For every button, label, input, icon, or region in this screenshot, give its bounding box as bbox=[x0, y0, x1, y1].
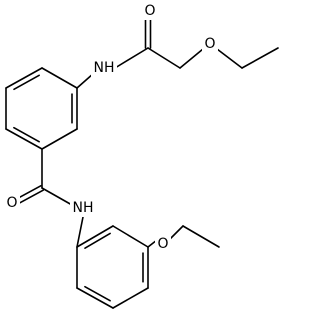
bond-ring1-4 bbox=[5, 67, 43, 89]
atom-label-layer: O O NH O NH O bbox=[4, 2, 218, 253]
bond-camide-nh bbox=[41, 187, 73, 206]
bond-ring1-1 bbox=[41, 128, 78, 150]
bond-ring1-inner-4 bbox=[13, 74, 40, 91]
bond-c-ch2 bbox=[147, 47, 181, 69]
atom-label-o-ethoxy: O bbox=[157, 236, 168, 252]
atom-o-keto: O bbox=[142, 2, 158, 20]
atom-label-nh-top: NH bbox=[94, 60, 115, 76]
bond-nh-ring2 bbox=[76, 216, 84, 248]
atom-nh-top: NH bbox=[91, 59, 117, 77]
molecule-structure: O O NH O NH O bbox=[4, 2, 279, 309]
bond-ring2-inner-4 bbox=[84, 285, 111, 302]
atom-nh-mid: NH bbox=[70, 199, 96, 217]
atom-label-o-keto: O bbox=[144, 3, 155, 19]
bond-ring2-0 bbox=[76, 225, 114, 248]
atom-label-o-amide: O bbox=[6, 195, 17, 211]
bond-co-amide-b bbox=[18, 189, 44, 204]
bond-o-ch2-ethyl bbox=[216, 48, 243, 69]
bond-o-ch2-2 bbox=[168, 225, 184, 241]
bond-co-amide-a bbox=[16, 185, 42, 200]
atom-o-ether-top: O bbox=[202, 35, 218, 53]
bond-ring1-2 bbox=[5, 128, 43, 150]
atom-label-o-ether-top: O bbox=[204, 36, 215, 52]
atom-label-nh-mid: NH bbox=[73, 200, 94, 216]
bond-ring1-inner-2 bbox=[13, 126, 40, 143]
bond-ring1-5 bbox=[41, 67, 78, 89]
bond-ch2-ch3-2 bbox=[182, 225, 220, 248]
bond-ch2-o bbox=[179, 48, 204, 69]
bond-ethyl-ch3 bbox=[241, 47, 279, 69]
bond-ring2-3 bbox=[112, 287, 149, 309]
bond-ring2-inner-0 bbox=[84, 232, 111, 249]
bond-ring2-1 bbox=[112, 225, 149, 248]
bond-ring2-4 bbox=[76, 287, 114, 309]
bond-c-nh-top bbox=[114, 47, 149, 69]
atom-o-amide: O bbox=[4, 194, 20, 212]
bond-layer bbox=[5, 17, 279, 309]
atom-o-ethoxy: O bbox=[155, 235, 171, 253]
